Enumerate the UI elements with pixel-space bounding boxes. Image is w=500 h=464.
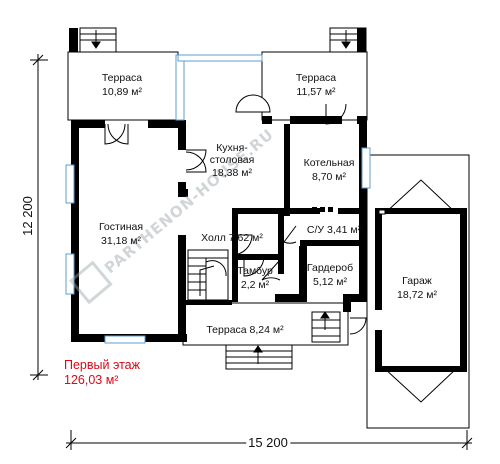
floor-title: Первый этаж bbox=[64, 358, 141, 372]
room-garage-name: Гараж bbox=[402, 275, 432, 287]
garage-gates bbox=[383, 179, 458, 403]
door-swings bbox=[104, 94, 367, 335]
room-boiler-area: 8,70 м² bbox=[312, 171, 347, 183]
room-wc-label: С/У 3,41 м² bbox=[307, 224, 362, 236]
floor-area: 126,03 м² bbox=[64, 373, 118, 387]
entrance-steps bbox=[79, 27, 367, 370]
fixtures bbox=[312, 207, 333, 212]
room-wardrobe-area: 5,12 м² bbox=[313, 276, 348, 288]
room-kitchen-name: Кухня- bbox=[216, 142, 248, 154]
room-terrace-3-label: Терраса 8,24 м² bbox=[206, 324, 284, 336]
room-wardrobe-name: Гардероб bbox=[307, 262, 353, 274]
floor-caption: Первый этаж 126,03 м² bbox=[64, 358, 141, 387]
dimension-width bbox=[65, 430, 473, 450]
entrance-arrows bbox=[91, 30, 351, 364]
room-boiler-name: Котельная bbox=[304, 157, 355, 169]
room-terrace-1-area: 10,89 м² bbox=[102, 86, 142, 98]
dimension-depth-label: 12 200 bbox=[20, 196, 35, 236]
room-living-name: Гостиная bbox=[99, 221, 143, 233]
windows bbox=[65, 54, 386, 344]
room-living-area: 31,18 м² bbox=[101, 235, 141, 247]
room-terrace-2-area: 11,57 м² bbox=[296, 86, 336, 98]
dimension-depth bbox=[30, 54, 48, 381]
garage-walls bbox=[375, 208, 467, 372]
room-hall-label: Холл 7,62 м² bbox=[201, 232, 263, 244]
room-garage-area: 18,72 м² bbox=[397, 289, 437, 301]
room-terrace-2-name: Терраса bbox=[296, 72, 336, 84]
room-kitchen-name-2: столовая bbox=[210, 154, 255, 166]
room-labels: Терраса 10,89 м² Терраса 11,57 м² Кухня-… bbox=[99, 72, 437, 336]
room-vestibule-area: 2,2 м² bbox=[241, 279, 270, 291]
room-vestibule-name: Тамбур bbox=[237, 265, 273, 277]
staircase bbox=[187, 249, 229, 301]
room-terrace-1-name: Терраса bbox=[102, 72, 142, 84]
room-kitchen-area: 18,38 м² bbox=[212, 167, 252, 179]
dimension-width-label: 15 200 bbox=[248, 435, 288, 450]
interior-walls bbox=[186, 124, 359, 305]
